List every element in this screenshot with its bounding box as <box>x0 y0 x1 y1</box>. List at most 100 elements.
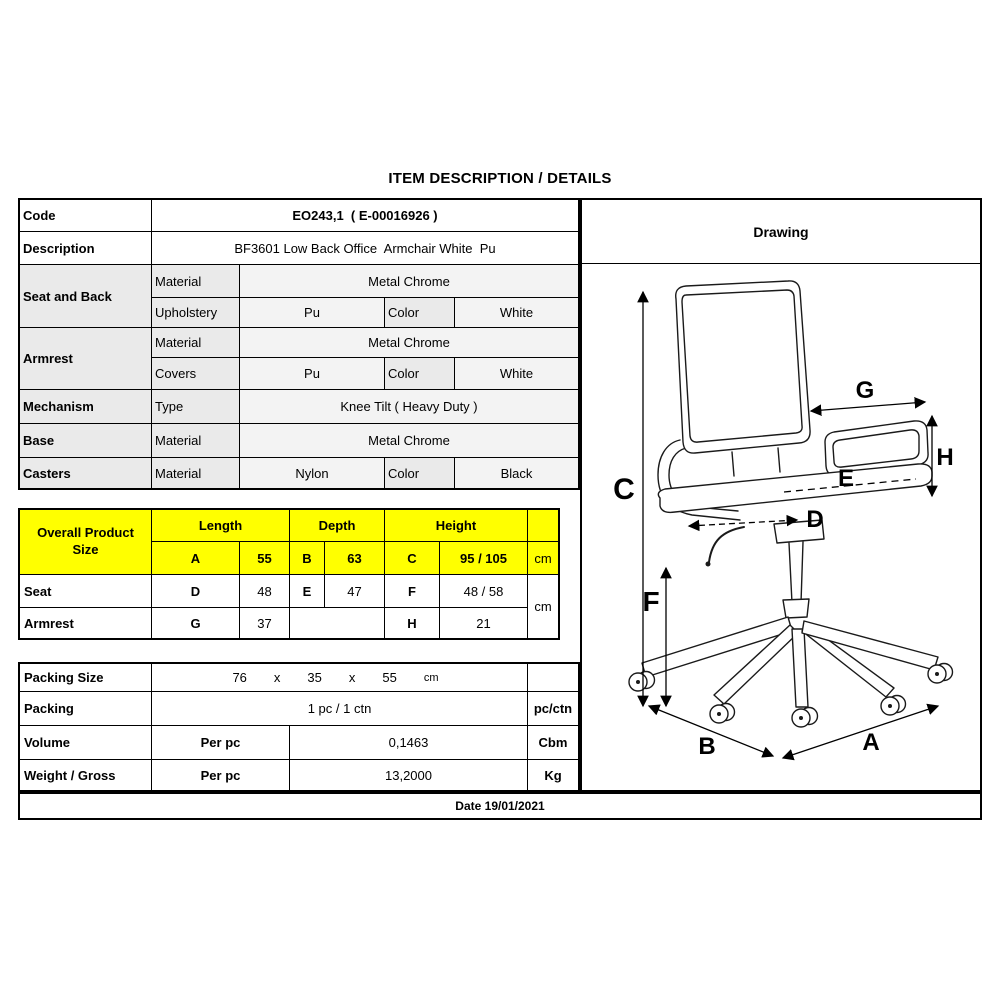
seat-row-label: Seat <box>20 575 152 608</box>
caster-wheel <box>791 706 819 728</box>
col-depth: Depth <box>290 510 385 542</box>
caster-wheel <box>628 670 656 692</box>
dim-key-d: D <box>152 575 240 608</box>
weight-label: Weight / Gross <box>20 760 152 790</box>
packing-x: x <box>348 670 356 685</box>
attr-value: Pu <box>240 358 385 389</box>
spec-group-armrest: Armrest Material Metal Chrome Covers Pu … <box>20 328 578 390</box>
dim-line-a <box>781 703 940 761</box>
item-details-table: Code EO243,1 ( E-00016926 ) Description … <box>18 198 580 490</box>
attr-label: Material <box>152 265 240 297</box>
col-length: Length <box>152 510 290 542</box>
dim-line-d <box>687 514 799 532</box>
attr-value: Knee Tilt ( Heavy Duty ) <box>240 390 578 423</box>
attr-label: Material <box>152 458 240 488</box>
description-row: Description BF3601 Low Back Office Armch… <box>20 232 578 265</box>
dim-line-g <box>809 396 927 417</box>
code-row: Code EO243,1 ( E-00016926 ) <box>20 200 578 232</box>
dim-label-d: D <box>806 506 823 533</box>
attr-value: Pu <box>240 298 385 327</box>
volume-per: Per pc <box>152 726 290 760</box>
caster-wheel <box>880 694 907 716</box>
empty-cell <box>528 510 558 542</box>
dim-key-c: C <box>385 542 440 575</box>
group-label: Mechanism <box>20 390 152 423</box>
dim-val-d: 48 <box>240 575 290 608</box>
armrest-row-label: Armrest <box>20 608 152 638</box>
seat <box>657 463 933 514</box>
date-text: Date 19/01/2021 <box>455 799 545 813</box>
weight-unit: Kg <box>528 760 578 790</box>
dimension-lines <box>637 290 940 761</box>
group-label: Base <box>20 424 152 457</box>
packing-x: x <box>273 670 281 685</box>
caster-wheel <box>927 662 954 684</box>
color-value: White <box>455 298 578 327</box>
drawing-area: C F G H E D B A <box>582 264 980 790</box>
code-value: EO243,1 ( E-00016926 ) <box>152 200 578 231</box>
attr-label: Material <box>152 424 240 457</box>
dim-val-h: 21 <box>440 608 528 638</box>
dim-line-b <box>647 704 775 758</box>
color-label: Color <box>385 298 455 327</box>
drawing-cell: Drawing <box>580 198 982 792</box>
empty-cell <box>290 608 385 638</box>
group-label: Casters <box>20 458 152 488</box>
spec-row-mechanism: Mechanism Type Knee Tilt ( Heavy Duty ) <box>20 390 578 424</box>
description-label: Description <box>20 232 152 264</box>
weight-value: 13,2000 <box>290 760 528 790</box>
size-table-title: Overall Product Size <box>20 510 152 575</box>
code-label: Code <box>20 200 152 231</box>
dim-key-g: G <box>152 608 240 638</box>
dim-key-a: A <box>152 542 240 575</box>
packing-table: Packing Size 76 x 35 x 55 cm Packing 1 p… <box>18 662 580 792</box>
description-value: BF3601 Low Back Office Armchair White Pu <box>152 232 578 264</box>
empty-cell <box>528 664 578 692</box>
group-label: Armrest <box>20 328 152 389</box>
dim-key-f: F <box>385 575 440 608</box>
attr-label: Upholstery <box>152 298 240 327</box>
drawing-header: Drawing <box>582 200 980 264</box>
dim-label-g: G <box>856 377 875 404</box>
packing-size-label: Packing Size <box>20 664 152 692</box>
spec-zone: Seat and Back Material Metal Chrome Upho… <box>20 265 578 488</box>
color-label: Color <box>385 358 455 389</box>
group-label: Seat and Back <box>20 265 152 327</box>
dim-label-a: A <box>862 729 879 756</box>
attr-label: Covers <box>152 358 240 389</box>
dimension-labels: C F G H E D B A <box>613 377 954 760</box>
packing-unit: pc/ctn <box>528 692 578 726</box>
dim-val-c: 95 / 105 <box>440 542 528 575</box>
dim-label-b: B <box>698 733 715 760</box>
spec-group-seat-and-back: Seat and Back Material Metal Chrome Upho… <box>20 265 578 328</box>
dim-val-a: 55 <box>240 542 290 575</box>
dim-key-h: H <box>385 608 440 638</box>
packing-size-values: 76 x 35 x 55 cm <box>152 664 528 692</box>
date-bar: Date 19/01/2021 <box>18 792 982 820</box>
unit-cm: cm <box>528 542 558 575</box>
volume-value: 0,1463 <box>290 726 528 760</box>
packing-label: Packing <box>20 692 152 726</box>
dim-label-e: E <box>838 465 854 492</box>
chair-technical-drawing: C F G H E D B A <box>613 280 954 761</box>
attr-value: Metal Chrome <box>240 265 578 297</box>
size-table: Overall Product Size Length Depth Height… <box>18 508 560 640</box>
attr-label: Type <box>152 390 240 423</box>
attr-label: Material <box>152 328 240 357</box>
packing-unit-cm: cm <box>423 671 439 684</box>
chair-sketch <box>628 280 954 728</box>
packing-dim-2: 35 <box>307 670 322 685</box>
color-label: Color <box>385 458 455 488</box>
base-legs <box>641 616 939 708</box>
dim-label-h: H <box>936 444 953 471</box>
attr-value: Metal Chrome <box>240 424 578 457</box>
weight-per: Per pc <box>152 760 290 790</box>
dim-val-b: 63 <box>325 542 385 575</box>
color-value: Black <box>455 458 578 488</box>
unit-cm: cm <box>528 575 558 638</box>
page-title: ITEM DESCRIPTION / DETAILS <box>388 170 612 187</box>
packing-value: 1 pc / 1 ctn <box>152 692 528 726</box>
dim-val-e: 47 <box>325 575 385 608</box>
dim-label-f: F <box>642 586 659 617</box>
attr-value: Nylon <box>240 458 385 488</box>
